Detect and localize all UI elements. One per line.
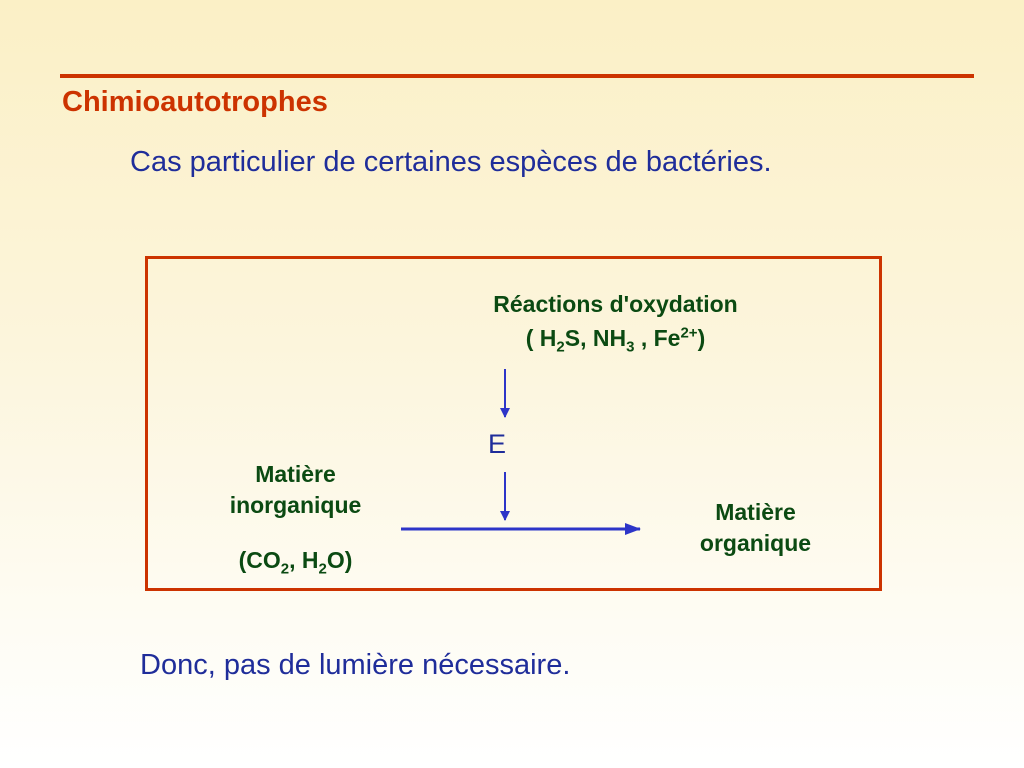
slide-subtitle: Cas particulier de certaines espèces de … <box>130 146 772 178</box>
formula-part: , H <box>289 547 319 573</box>
formula-part: S, NH <box>564 325 627 351</box>
diagram-arrows <box>401 369 641 535</box>
inorganic-line2: inorganique <box>229 492 362 518</box>
slide-title: Chimioautotrophes <box>62 86 328 118</box>
diagram-box: Réactions d'oxydation ( H2S, NH3 , Fe2+)… <box>145 256 882 591</box>
footer-text: Donc, pas de lumière nécessaire. <box>140 649 571 681</box>
subscript: 2 <box>318 560 327 578</box>
organic-matter-label: Matière organique <box>668 497 843 559</box>
title-rule <box>60 74 974 78</box>
reaction-title: Réactions d'oxydation <box>493 291 738 317</box>
reaction-formula: ( H2S, NH3 , Fe2+) <box>478 323 753 356</box>
formula-part: , Fe <box>634 325 681 351</box>
formula-part: O) <box>326 547 353 573</box>
inorganic-formula: (CO2, H2O) <box>203 545 388 578</box>
subscript: 2 <box>280 560 290 578</box>
organic-line2: organique <box>699 530 812 556</box>
energy-label: E <box>488 429 507 459</box>
formula-part: ) <box>697 325 706 351</box>
subscript: 2 <box>556 338 565 356</box>
formula-part: (CO <box>238 547 281 573</box>
formula-part: ( H <box>525 325 557 351</box>
organic-line1: Matière <box>715 499 796 525</box>
subscript: 3 <box>626 338 635 356</box>
inorganic-line1: Matière <box>255 461 336 487</box>
superscript: 2+ <box>680 324 698 342</box>
inorganic-matter-label: Matière inorganique <box>203 459 388 521</box>
